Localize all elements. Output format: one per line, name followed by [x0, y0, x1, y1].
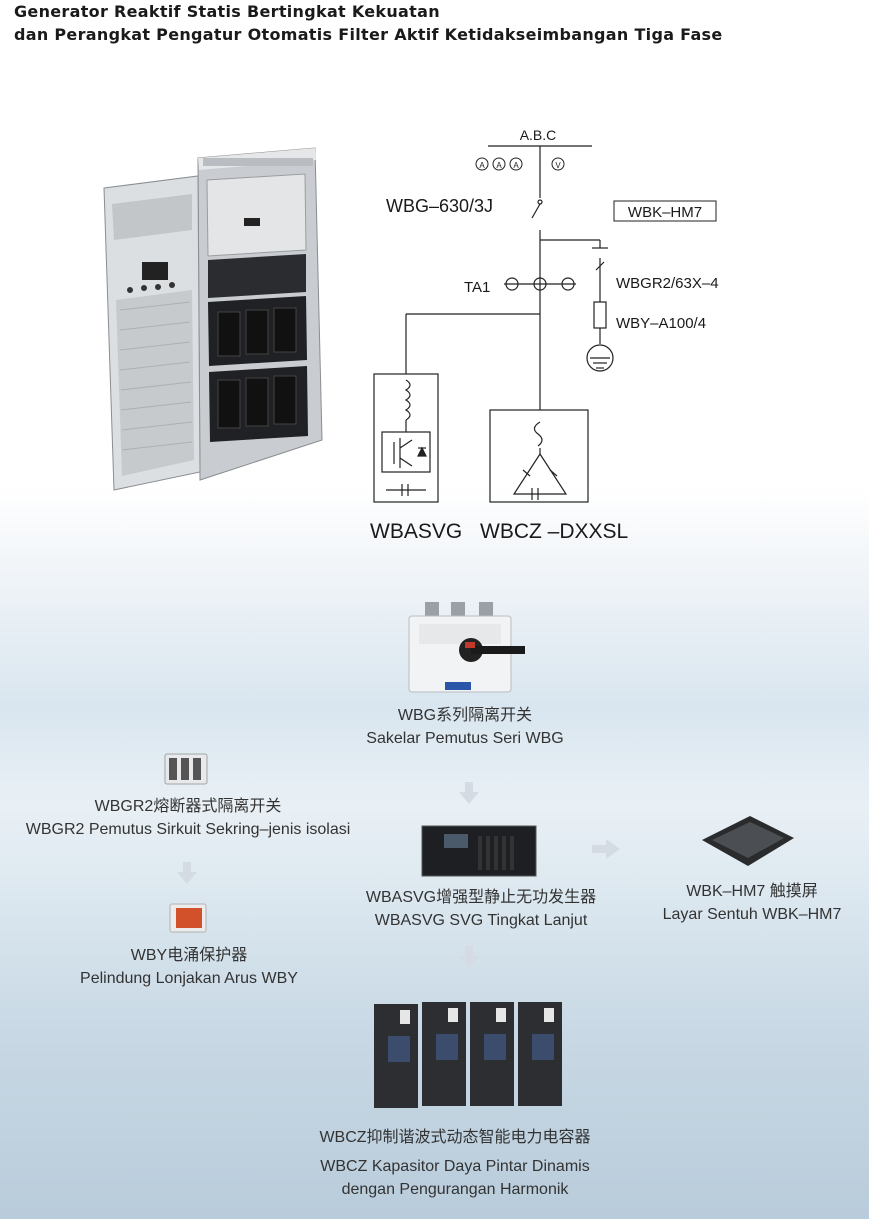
ammeter-2: A — [496, 161, 502, 170]
wbk-screen-image — [702, 816, 794, 866]
wbg-cn: WBG系列隔离开关 — [397, 707, 533, 724]
wby-cn: WBY电涌保护器 — [130, 947, 248, 964]
single-line-diagram: A A A V A.B.C WBG–630/3J WBK–HM7 TA1 WBG… — [370, 127, 719, 543]
wbg-caption: WBG系列隔离开关 Sakelar Pemutus Seri WBG — [305, 704, 625, 750]
ammeter-3: A — [513, 161, 519, 170]
arrow-right — [592, 839, 620, 859]
wbk-cn: WBK–HM7 触摸屏 — [686, 883, 818, 900]
wbasvg-image — [421, 825, 537, 877]
wbcz-cn: WBCZ抑制谐波式动态智能电力电容器 — [319, 1129, 591, 1146]
voltmeter: V — [555, 161, 561, 170]
wby-caption: WBY电涌保护器 Pelindung Lonjakan Arus WBY — [44, 944, 334, 990]
wbgr2-id: WBGR2 Pemutus Sirkuit Sekring–jenis isol… — [25, 821, 351, 838]
wby-id: Pelindung Lonjakan Arus WBY — [80, 970, 298, 987]
arrow-down-2 — [459, 946, 479, 968]
wby-surge-image — [169, 903, 207, 933]
fuse-label: WBGR2/63X–4 — [616, 275, 719, 292]
wbgr2-cn: WBGR2熔断器式隔离开关 — [94, 798, 282, 815]
page-title: Generator Reaktif Statis Bertingkat Keku… — [14, 0, 723, 46]
title-line-1: Generator Reaktif Statis Bertingkat Keku… — [14, 2, 440, 21]
wbk-id: Layar Sentuh WBK–HM7 — [662, 906, 842, 923]
capacitor-label: WBCZ –DXXSL — [480, 520, 628, 543]
wbasvg-id: WBASVG SVG Tingkat Lanjut — [374, 912, 588, 929]
wbk-caption: WBK–HM7 触摸屏 Layar Sentuh WBK–HM7 — [640, 880, 864, 926]
ct-label: TA1 — [464, 279, 490, 296]
controller-label: WBK–HM7 — [628, 204, 702, 221]
spd-label: WBY–A100/4 — [616, 315, 706, 332]
wbgr2-caption: WBGR2熔断器式隔离开关 WBGR2 Pemutus Sirkuit Sekr… — [0, 795, 376, 841]
arrow-down-1 — [459, 782, 479, 804]
cabinet-image — [103, 147, 323, 491]
wbcz-id-2: dengan Pengurangan Harmonik — [341, 1181, 569, 1198]
switch-label: WBG–630/3J — [386, 196, 493, 216]
wbasvg-caption: WBASVG增强型静止无功发生器 WBASVG SVG Tingkat Lanj… — [316, 886, 646, 932]
arrow-down-left — [177, 862, 197, 884]
title-line-2: dan Perangkat Pengatur Otomatis Filter A… — [14, 25, 723, 44]
ammeter-1: A — [479, 161, 485, 170]
wbasvg-cn: WBASVG增强型静止无功发生器 — [365, 889, 597, 906]
wbgr2-fuse-image — [164, 753, 208, 785]
svg-label: WBASVG — [370, 520, 462, 543]
wbg-id: Sakelar Pemutus Seri WBG — [366, 730, 564, 747]
bus-label: A.B.C — [520, 127, 557, 143]
wbg-switch-image — [408, 602, 525, 693]
wbcz-caption: WBCZ抑制谐波式动态智能电力电容器 WBCZ Kapasitor Daya P… — [280, 1126, 630, 1201]
wbcz-id-1: WBCZ Kapasitor Daya Pintar Dinamis — [320, 1158, 590, 1175]
wbcz-capacitors-image — [374, 1002, 562, 1108]
